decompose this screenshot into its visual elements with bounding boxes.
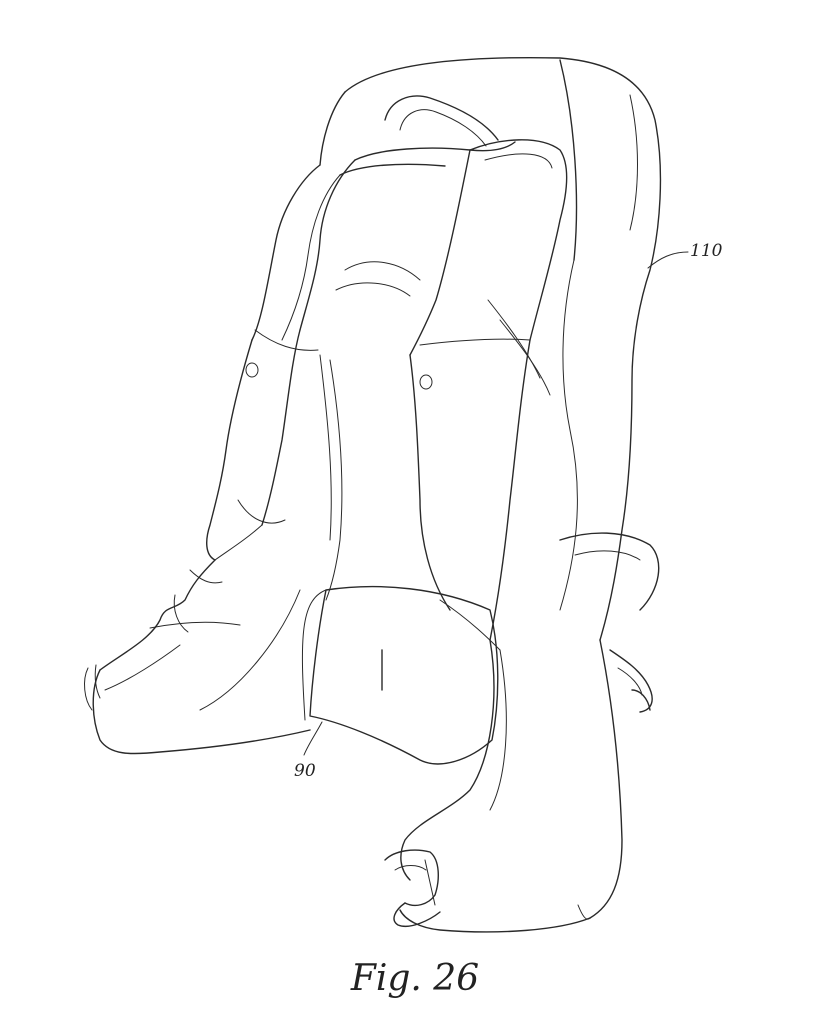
left-hip-belt (84, 559, 311, 755)
lumbar-mesh-panel (301, 585, 499, 765)
ref-label-110: 110 (690, 241, 723, 261)
haul-handle (384, 95, 499, 147)
right-hip-belt (384, 639, 507, 927)
reference-90: 90 (294, 721, 323, 781)
back-panel (319, 141, 516, 601)
figure-caption: Fig. 26 (350, 958, 480, 999)
pack-body (319, 56, 662, 933)
ref-label-90: 90 (294, 761, 316, 781)
left-shoulder-strap (206, 159, 356, 561)
reference-110: 110 (647, 241, 723, 269)
right-shoulder-strap (409, 139, 568, 651)
side-compression-strap (559, 532, 660, 713)
